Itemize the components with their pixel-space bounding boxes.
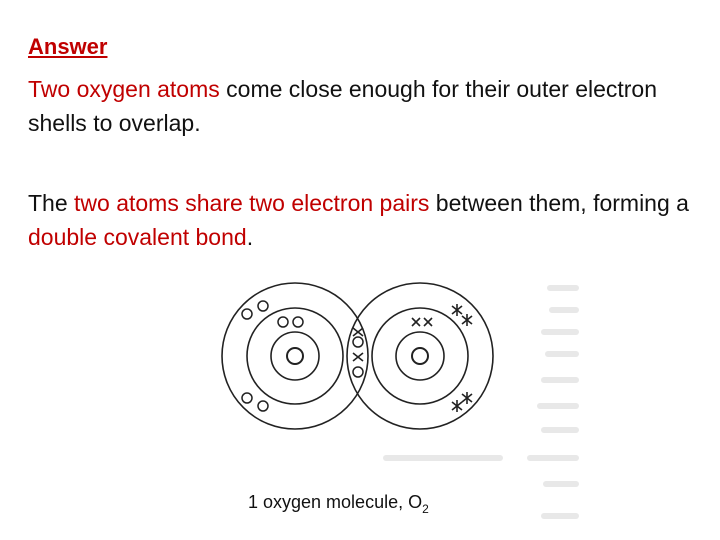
highlight-two-oxygen-atoms: Two oxygen atoms bbox=[28, 76, 220, 102]
atom-left-label: O bbox=[295, 360, 296, 362]
answer-heading: Answer bbox=[28, 34, 108, 59]
paragraph-bond-text-1: The bbox=[28, 190, 75, 216]
atom-left-nucleus bbox=[286, 347, 304, 365]
caption-subscript: 2 bbox=[422, 502, 429, 516]
paragraph-bond: The two atoms share two electron pairs b… bbox=[28, 186, 708, 254]
caption-main: 1 oxygen molecule, O bbox=[248, 492, 422, 512]
highlight-double-bond: double covalent bond bbox=[28, 224, 247, 250]
atom-left bbox=[221, 282, 369, 430]
left-outer-electrons bbox=[241, 300, 304, 412]
paragraph-overlap-text: come close enough for their outer electr… bbox=[28, 76, 658, 136]
atom-right-label: O bbox=[420, 360, 421, 362]
paragraph-bond-text-3: . bbox=[246, 224, 254, 250]
highlight-shared-pairs: two atoms share two electron pairs bbox=[74, 190, 430, 216]
diagram-caption: 1 oxygen molecule, O2 bbox=[248, 492, 429, 516]
atom-right bbox=[346, 282, 494, 430]
paragraph-bond-text-2: between them, forming a bbox=[429, 190, 689, 216]
right-outer-electrons bbox=[411, 304, 473, 412]
shared-electrons bbox=[352, 327, 364, 378]
atom-right-nucleus bbox=[411, 347, 429, 365]
oxygen-molecule-diagram: O O bbox=[221, 282, 579, 519]
paragraph-overlap: Two oxygen atoms come close enough for t… bbox=[28, 72, 708, 140]
background-ghost-text bbox=[383, 285, 579, 519]
